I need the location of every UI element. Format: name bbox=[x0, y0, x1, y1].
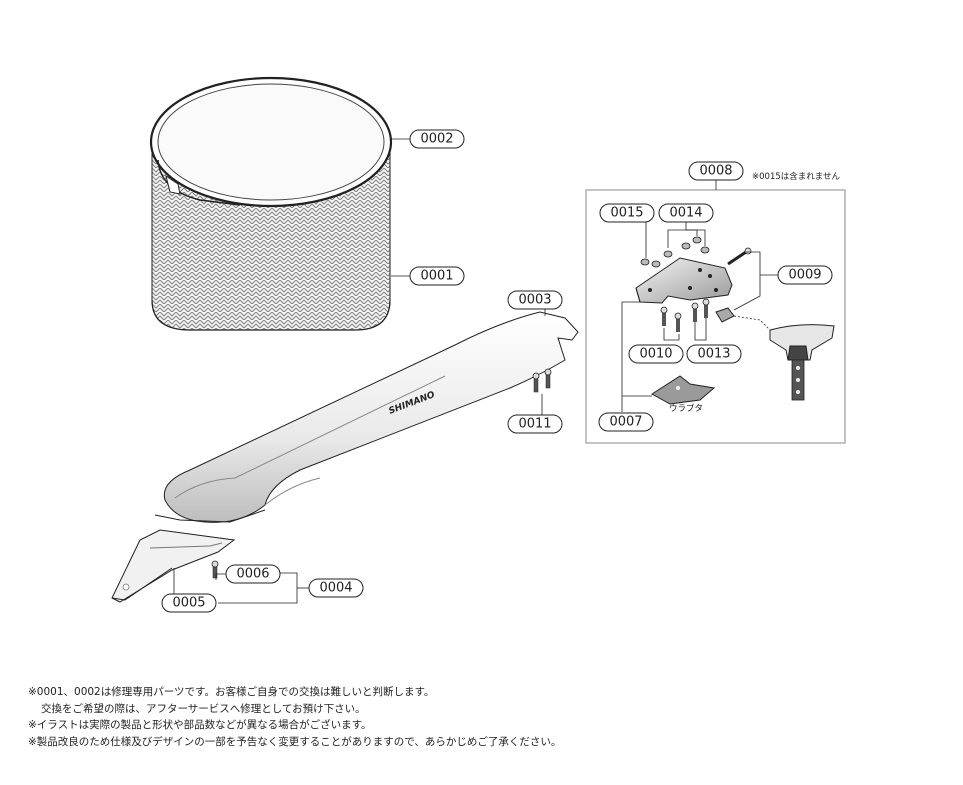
callout-0009: 0009 bbox=[777, 265, 833, 285]
screws-part-0011 bbox=[532, 368, 552, 393]
screw-part-0006 bbox=[211, 560, 219, 579]
bolt-part-0009 bbox=[715, 247, 752, 323]
callout-0003: 0003 bbox=[507, 290, 563, 310]
footnote-3: ※イラストは実際の製品と形状や部品数などが異なる場合がございます。 bbox=[28, 719, 372, 731]
urabuta-label: ウラブタ bbox=[669, 403, 703, 414]
inset-note: ※0015は含まれません bbox=[752, 171, 840, 182]
svg-text:0011: 0011 bbox=[518, 417, 551, 432]
svg-text:0015: 0015 bbox=[610, 206, 643, 221]
arm-part-0003: SHIMANO bbox=[154, 311, 579, 523]
svg-text:0014: 0014 bbox=[669, 206, 702, 221]
callout-0008: 0008 bbox=[688, 161, 744, 181]
svg-text:0006: 0006 bbox=[236, 567, 269, 582]
nuts-part-0014 bbox=[681, 236, 710, 254]
bracket-part-0007 bbox=[635, 257, 733, 304]
leader-lines bbox=[162, 138, 778, 604]
svg-text:0001: 0001 bbox=[420, 269, 453, 284]
callout-0010: 0010 bbox=[628, 344, 684, 364]
footnote-1: ※0001、0002は修理専用パーツです。お客様ご自身での交換は難しいと判断しま… bbox=[28, 686, 435, 698]
callout-0013: 0013 bbox=[686, 344, 742, 364]
svg-text:0007: 0007 bbox=[609, 415, 642, 430]
svg-text:0009: 0009 bbox=[788, 268, 821, 283]
callout-0006: 0006 bbox=[225, 564, 281, 584]
bucket-rim-part-0002 bbox=[149, 76, 393, 208]
callout-0011: 0011 bbox=[507, 414, 563, 434]
footnote-2: 交換をご希望の際は、アフターサービスへ修理としてお預け下さい。 bbox=[41, 702, 366, 715]
callout-0002: 0002 bbox=[409, 129, 465, 149]
svg-text:0003: 0003 bbox=[518, 293, 551, 308]
svg-text:0013: 0013 bbox=[697, 347, 730, 362]
callout-0005: 0005 bbox=[161, 593, 217, 613]
callout-0015: 0015 bbox=[599, 203, 655, 223]
callout-0014: 0014 bbox=[658, 203, 714, 223]
svg-text:0008: 0008 bbox=[699, 164, 732, 179]
footnote-4: ※製品改良のため仕様及びデザインの一部を予告なく変更することがありますので、あら… bbox=[28, 735, 562, 748]
svg-text:0004: 0004 bbox=[319, 581, 352, 596]
screws-part-0010 bbox=[660, 306, 682, 332]
screws-part-0013 bbox=[691, 298, 710, 322]
svg-text:0002: 0002 bbox=[420, 132, 453, 147]
callout-0007: 0007 bbox=[598, 412, 654, 432]
inset-box bbox=[585, 189, 846, 444]
assembled-bracket-view bbox=[769, 324, 835, 401]
nuts-part-0015 bbox=[640, 250, 673, 268]
urabuta-plate bbox=[651, 375, 716, 405]
tip-cap-part-0005 bbox=[111, 529, 236, 603]
callout-0001: 0001 bbox=[409, 266, 465, 286]
footnotes: ※0001、0002は修理専用パーツです。お客様ご自身での交換は難しいと判断しま… bbox=[28, 684, 561, 750]
svg-text:0005: 0005 bbox=[172, 596, 205, 611]
svg-text:0010: 0010 bbox=[639, 347, 672, 362]
callout-0004: 0004 bbox=[308, 578, 364, 598]
